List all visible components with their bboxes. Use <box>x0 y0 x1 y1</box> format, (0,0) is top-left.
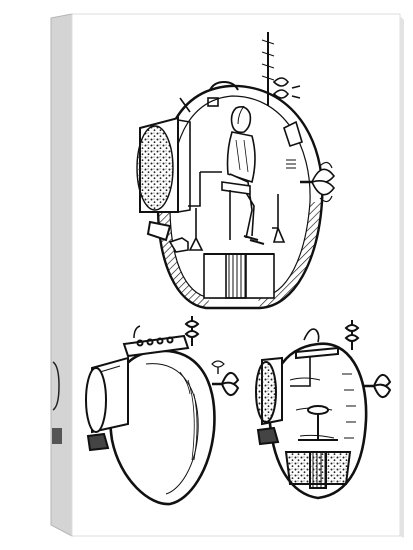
interior-section-view <box>255 320 392 500</box>
exterior-view <box>85 316 240 506</box>
cutaway-with-operator <box>136 32 336 310</box>
